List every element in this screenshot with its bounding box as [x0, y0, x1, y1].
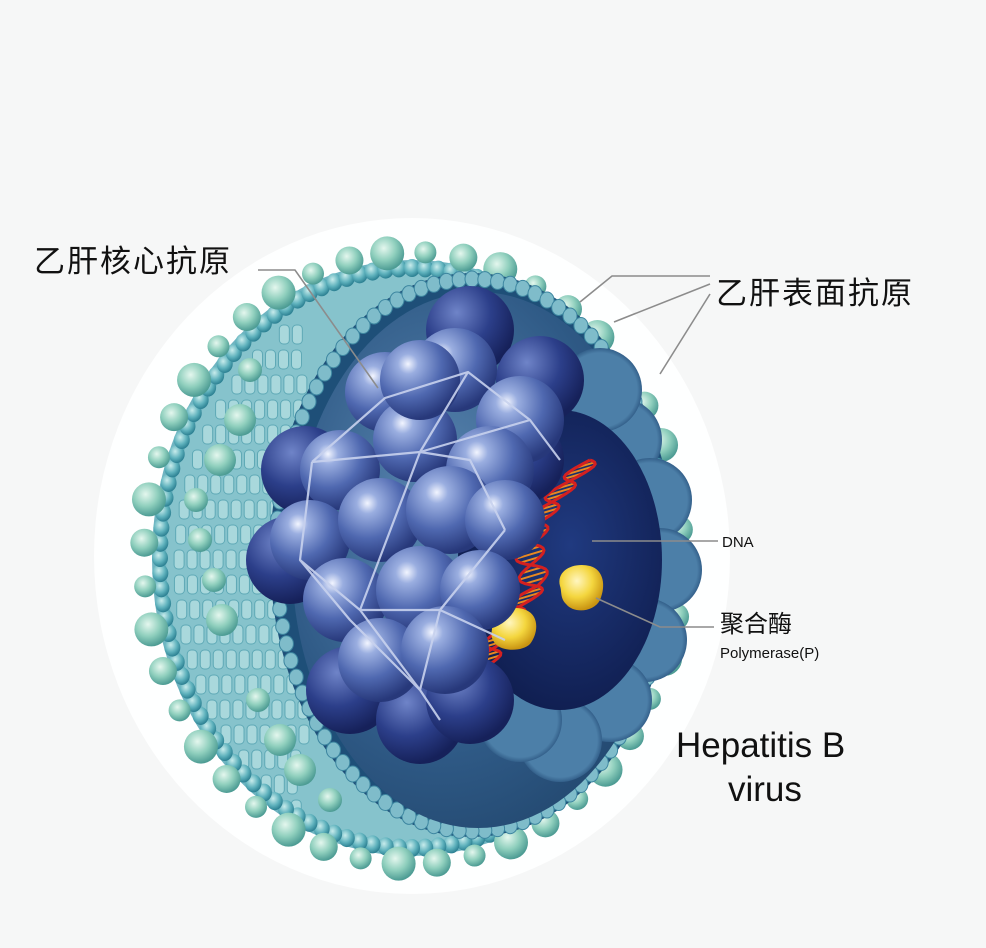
polymerase-label-cn: 聚合酶 [720, 610, 792, 638]
capsid-wireframe [298, 370, 561, 721]
polymerase-label-en: Polymerase(P) [720, 645, 820, 662]
core-capsid [246, 286, 584, 764]
diagram-title-line1: Hepatitis B [676, 726, 846, 765]
core-antigen-label: 乙肝核心抗原 [34, 244, 232, 280]
dna-label: DNA [722, 534, 754, 551]
leader-lines [258, 269, 718, 628]
surface-antigen-label: 乙肝表面抗原 [716, 276, 914, 312]
diagram-title-line2: virus [728, 770, 802, 809]
